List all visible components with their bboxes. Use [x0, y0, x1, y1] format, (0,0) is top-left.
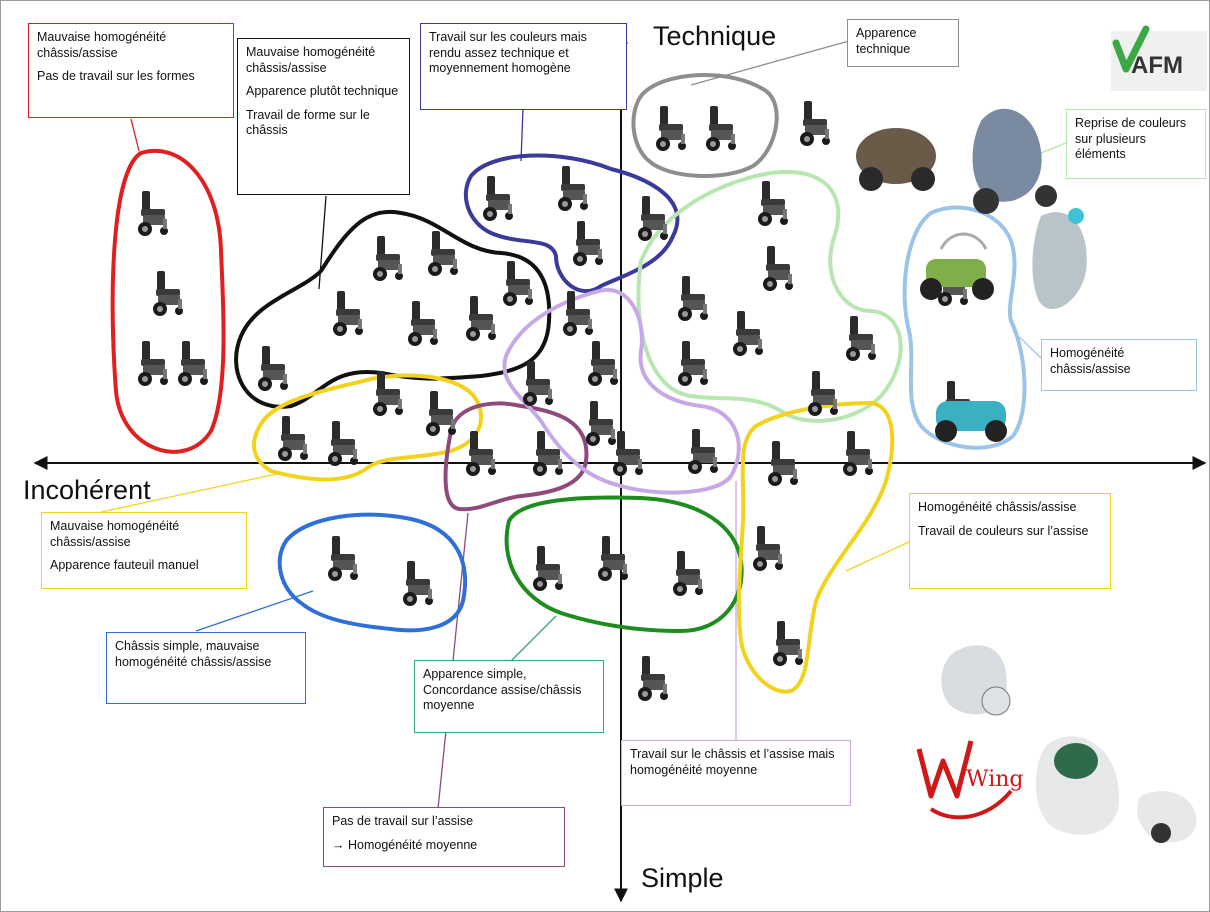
cluster-yellow-right	[736, 400, 895, 694]
svg-text:AFM: AFM	[1131, 52, 1183, 79]
cluster-yellow-left	[251, 373, 483, 482]
afm-logo: AFM	[1111, 25, 1207, 91]
connector-red	[130, 118, 140, 152]
annotation-green: Apparence simple, Concordance assise/châ…	[414, 660, 604, 733]
connector-black	[318, 195, 327, 290]
annotation-lightblue: Homogénéité châssis/assise	[1041, 339, 1197, 391]
connector-yellow-right	[845, 540, 912, 572]
connector-navy	[520, 108, 524, 162]
annotation-lavender: Travail sur le châssis et l’assise mais …	[621, 740, 851, 806]
wing-logo: Wing	[916, 740, 1024, 820]
cluster-lightgreen	[636, 169, 903, 423]
cluster-navy	[463, 153, 680, 294]
cluster-purple	[443, 401, 589, 512]
annotation-yellow-right: Homogénéité châssis/assise Travail de co…	[909, 493, 1111, 589]
cluster-blue	[277, 512, 468, 633]
axis-label-technique: Technique	[653, 21, 777, 51]
axis-label-incoherent: Incohérent	[23, 475, 151, 505]
axis-label-simple: Simple	[641, 863, 724, 893]
annotation-blue: Châssis simple, mauvaise homogénéité châ…	[106, 632, 306, 704]
annotation-yellow-left: Mauvaise homogénéité châssis/assise Appa…	[41, 512, 247, 589]
connector-green	[510, 615, 557, 662]
annotation-lightgreen: Reprise de couleurs sur plusieurs élémen…	[1066, 109, 1206, 179]
cluster-lavender	[502, 287, 741, 495]
cluster-lightblue	[902, 205, 1027, 450]
svg-text:Wing: Wing	[966, 767, 1024, 792]
annotation-grey: Apparence technique	[847, 19, 959, 67]
annotation-red: Mauvaise homogénéité châssis/assise Pas …	[28, 23, 234, 118]
cluster-red	[110, 149, 226, 454]
annotation-navy: Travail sur les couleurs mais rendu asse…	[420, 23, 627, 110]
annotation-purple: Pas de travail sur l’assise → Homogénéit…	[323, 807, 565, 867]
cluster-green	[504, 495, 744, 634]
cluster-grey	[631, 72, 779, 179]
connector-grey	[690, 40, 850, 86]
concept-vehicles	[856, 108, 1197, 843]
connector-yellow-left	[100, 472, 282, 513]
annotation-black: Mauvaise homogénéité châssis/assise Appa…	[237, 38, 410, 195]
